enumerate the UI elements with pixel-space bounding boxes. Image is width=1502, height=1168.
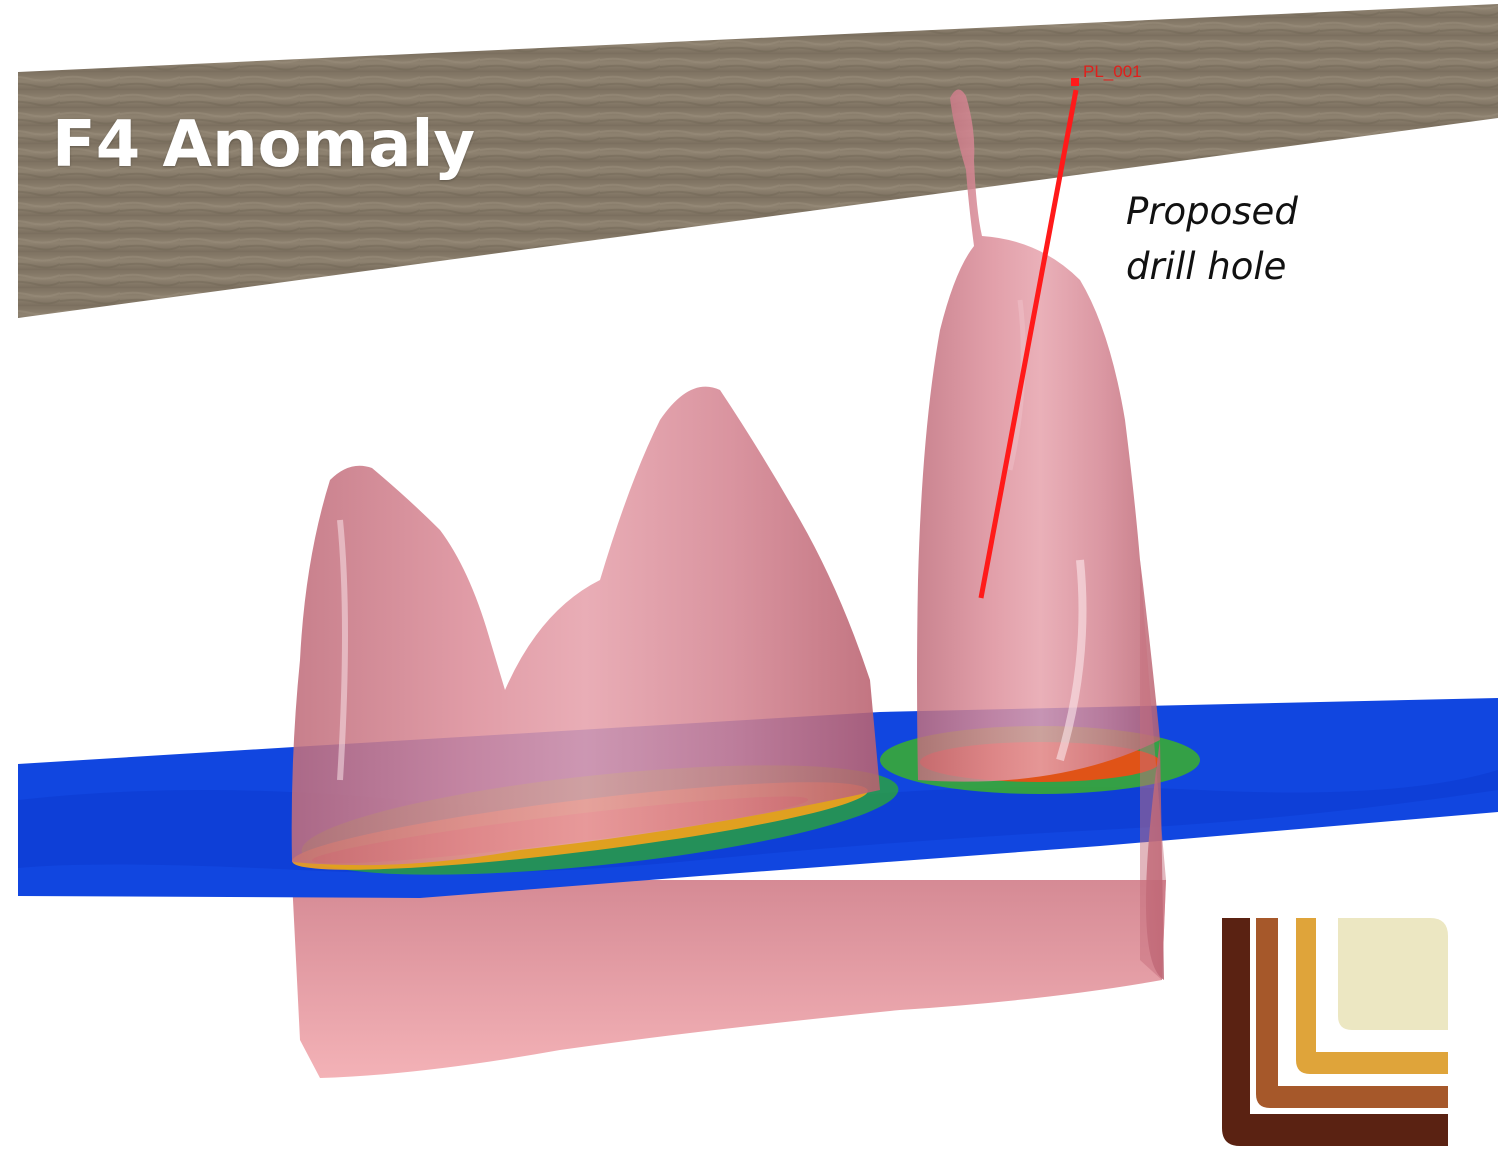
- drill-hole-collar: [1071, 78, 1079, 86]
- drill-hole-line: [978, 89, 1079, 599]
- company-logo: [1222, 918, 1448, 1146]
- annotation-line-2: drill hole: [1126, 245, 1287, 288]
- drill-hole-label: PL_001: [1083, 62, 1142, 81]
- topography-surface: [18, 4, 1498, 318]
- anomaly-body-right: [917, 89, 1164, 980]
- drill-hole-annotation: Proposed drill hole: [1126, 184, 1298, 294]
- page-title: F4 Anomaly: [52, 108, 476, 182]
- annotation-line-1: Proposed: [1126, 190, 1298, 233]
- anomaly-body-lower: [292, 880, 1166, 1078]
- anomaly-body-left: [291, 386, 881, 866]
